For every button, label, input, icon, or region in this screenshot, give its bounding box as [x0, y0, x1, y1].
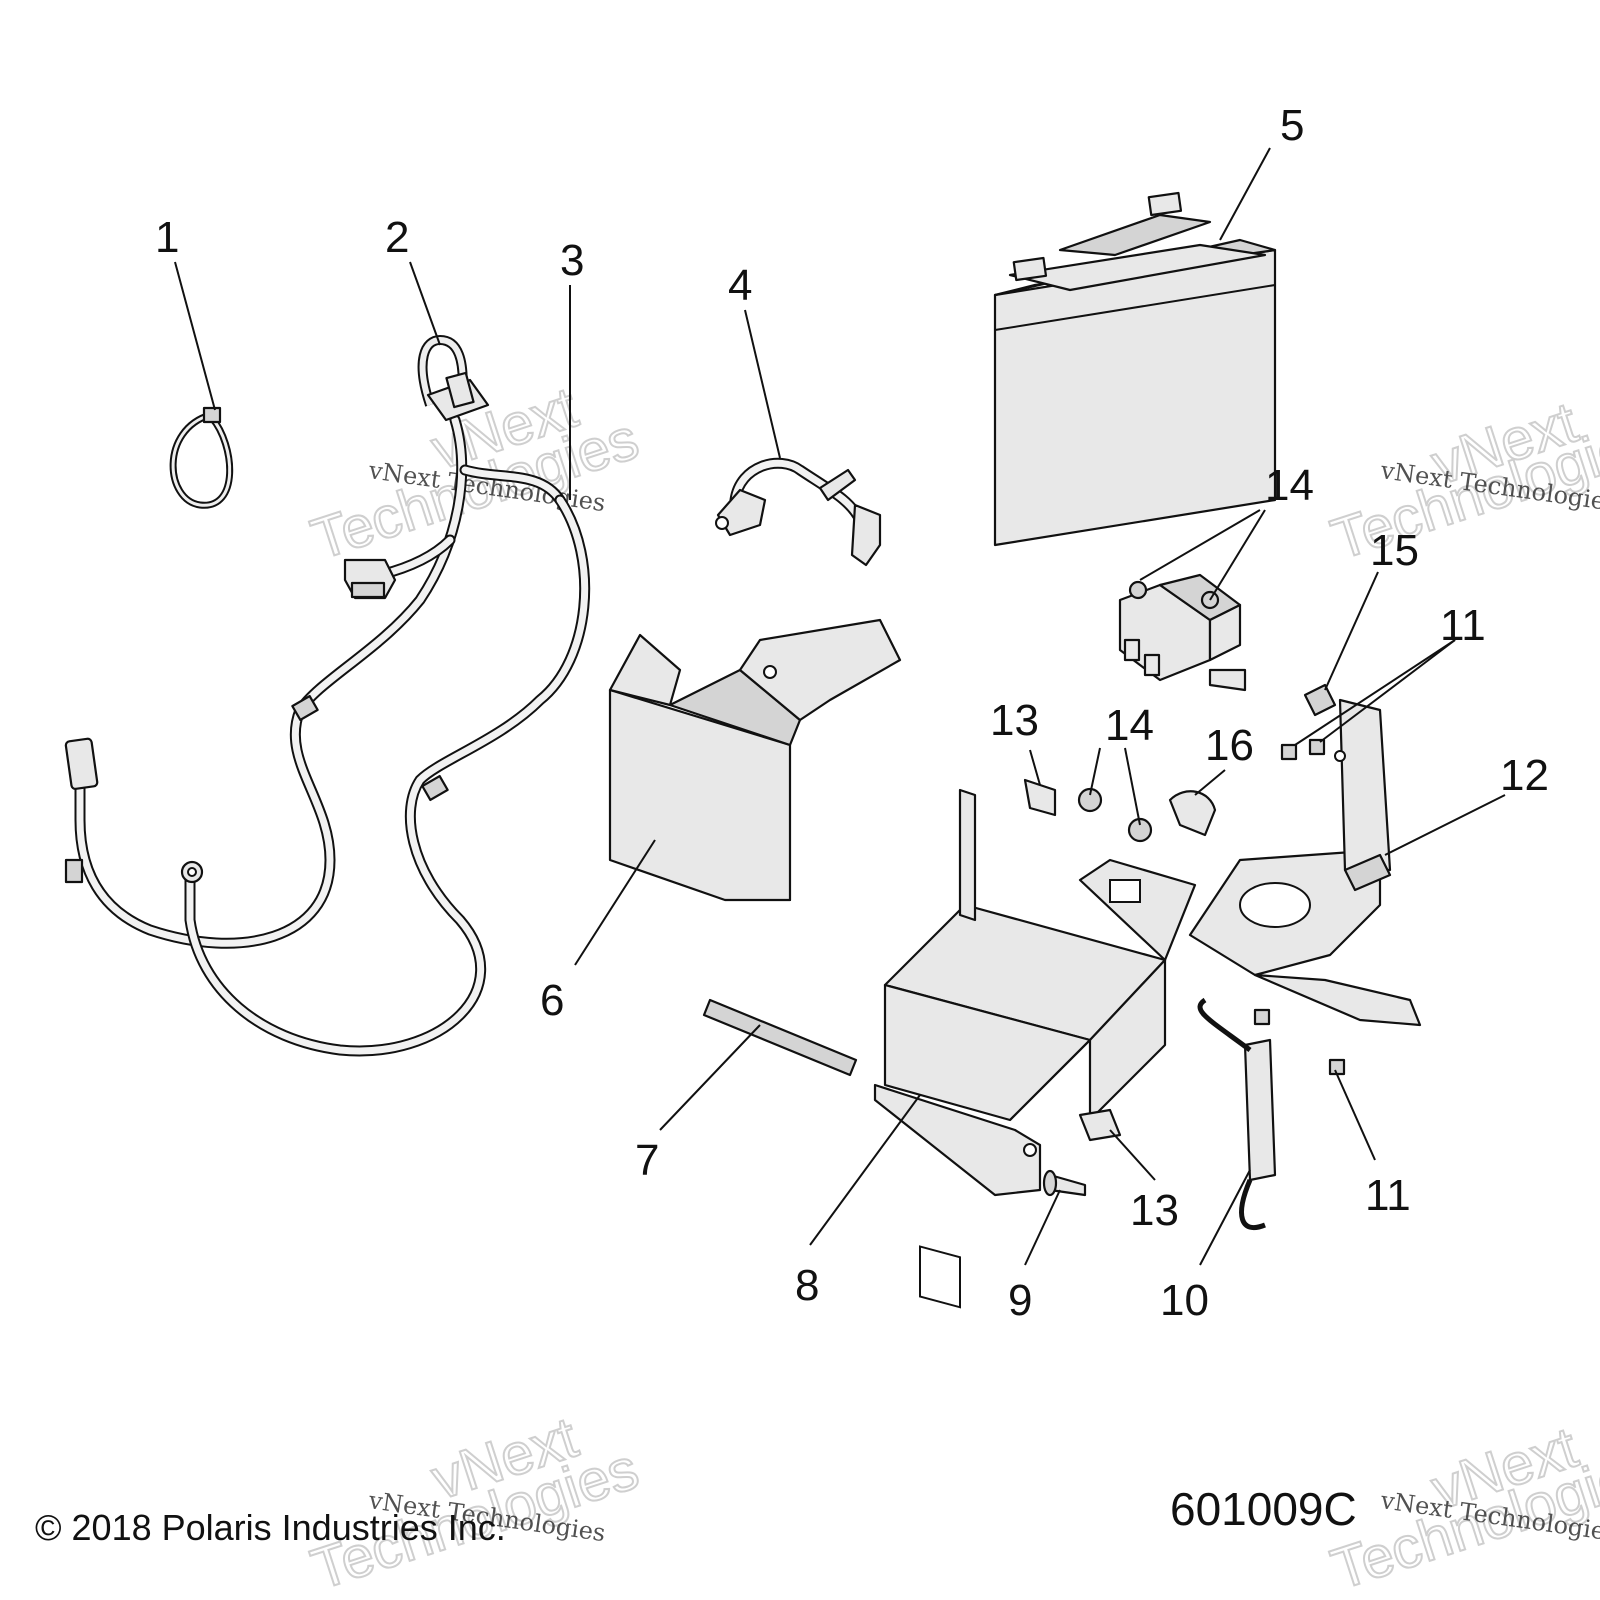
callout-13-upper: 13 [990, 696, 1039, 745]
callout-9: 9 [1008, 1276, 1032, 1325]
hardware-14-nut-right [1127, 817, 1153, 843]
callout-labels: 1 2 3 4 5 6 7 8 9 10 11 11 12 13 13 14 1… [155, 101, 1549, 1325]
hardware-11-bolt-upper-b [1308, 738, 1326, 756]
hardware-13-clip-upper [1023, 778, 1057, 817]
watermark-bottom-left: vNext Technologies vNext Technologies [303, 1404, 647, 1600]
hardware-11-bolt-upper-a [1280, 743, 1298, 761]
part-6-battery-cover [608, 618, 902, 902]
callout-12: 12 [1500, 751, 1549, 800]
callout-5: 5 [1280, 101, 1304, 150]
callout-11-upper: 11 [1440, 601, 1486, 650]
part-1-cable-tie [169, 406, 234, 509]
part-7-foam-strip [702, 998, 858, 1077]
callout-15: 15 [1370, 526, 1419, 575]
part-2-3-battery-cables [64, 334, 591, 1057]
part-10-hold-down-strap [1197, 997, 1277, 1231]
callout-7: 7 [635, 1136, 659, 1185]
part-4-terminal-boot-cable [715, 457, 882, 567]
callout-10: 10 [1160, 1276, 1209, 1325]
callout-6: 6 [540, 976, 564, 1025]
hardware-15-screw [1303, 683, 1337, 717]
callout-14-lower: 14 [1105, 701, 1154, 750]
callout-1: 1 [155, 213, 179, 262]
leader-lines [174, 147, 1506, 1266]
callout-8: 8 [795, 1261, 819, 1310]
hardware-11-bolt-lower [1253, 1008, 1346, 1076]
part-14-solenoid-relay [1118, 573, 1247, 692]
diagram-code: 601009C [1170, 1483, 1357, 1535]
hardware-13-clip-lower [1078, 1108, 1122, 1142]
callout-16: 16 [1205, 721, 1254, 770]
callout-14-upper: 14 [1265, 461, 1314, 510]
watermark-bottom-right: vNext Technologies vNext Technologies [1323, 1414, 1600, 1600]
part-12-mounting-bracket [1188, 698, 1422, 1027]
hardware-16-clip [1168, 790, 1217, 837]
callout-4: 4 [728, 261, 752, 310]
callout-11-lower: 11 [1365, 1171, 1411, 1220]
callout-3: 3 [560, 236, 584, 285]
copyright-notice: © 2018 Polaris Industries Inc. [35, 1507, 506, 1548]
part-8-battery-tray [873, 788, 1197, 1309]
callout-13-lower: 13 [1130, 1186, 1179, 1235]
callout-2: 2 [385, 213, 409, 262]
hardware-14-nut-left [1077, 787, 1103, 813]
hardware-9-bolt [1042, 1169, 1087, 1197]
watermark-top-right: vNext Technologies vNext Technologies [1323, 389, 1600, 574]
part-5-battery [993, 191, 1277, 547]
